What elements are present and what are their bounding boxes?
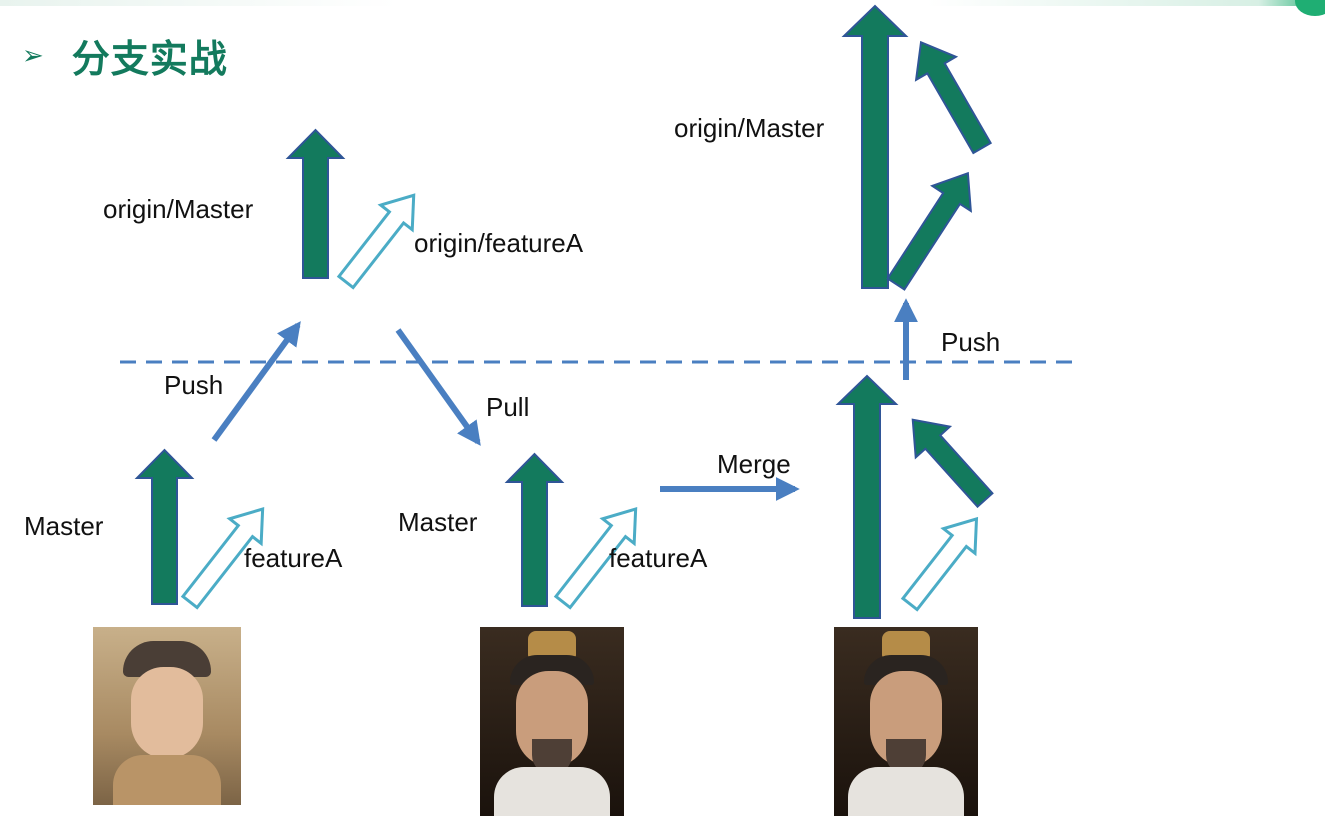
robe-shape — [494, 767, 610, 816]
push-label-1: Push — [164, 370, 224, 400]
crown-shape — [882, 631, 930, 657]
origin-master-top-arrow — [914, 40, 993, 155]
pull-arrow — [395, 328, 481, 446]
featurea-arrow-1 — [180, 506, 265, 610]
origin-featurea-label: origin/featureA — [414, 228, 584, 258]
push-arrow-1 — [211, 321, 301, 442]
master-label-1: Master — [24, 511, 104, 541]
robe-shape — [848, 767, 964, 816]
crown-shape — [528, 631, 576, 657]
origin-master-label-2: origin/Master — [674, 113, 825, 143]
master-arrow-3 — [835, 374, 899, 619]
elder-man-photo-2 — [834, 627, 978, 816]
merge-commit-arrow — [911, 418, 994, 509]
origin-master-arrow-1 — [285, 128, 346, 279]
origin-master-arrow-2 — [841, 4, 909, 289]
master-label-2: Master — [398, 507, 478, 537]
featurea-label-1: featureA — [244, 543, 343, 573]
top-decoration-bar — [0, 0, 1325, 6]
corner-decoration — [1295, 0, 1325, 16]
push-label-2: Push — [941, 327, 1001, 357]
slide-title: 分支实战 — [71, 36, 228, 81]
featurea-arrow-2 — [553, 506, 638, 610]
origin-featurea-arrow — [336, 193, 416, 290]
master-arrow-1 — [134, 448, 195, 605]
origin-master-merge-arrow — [886, 171, 972, 291]
origin-master-label-1: origin/Master — [103, 194, 254, 224]
shoulders-shape — [113, 755, 221, 805]
featurea-label-2: featureA — [609, 543, 708, 573]
elder-man-photo-1 — [480, 627, 624, 816]
slide-title-row: ➢ 分支实战 — [22, 30, 228, 81]
young-man-photo — [93, 627, 241, 805]
merge-label: Merge — [717, 449, 791, 479]
master-arrow-2 — [504, 452, 565, 607]
bullet-arrow-icon: ➢ — [22, 39, 44, 70]
face-shape — [131, 667, 203, 759]
pull-label: Pull — [486, 392, 530, 422]
featurea-arrow-3 — [900, 516, 979, 612]
